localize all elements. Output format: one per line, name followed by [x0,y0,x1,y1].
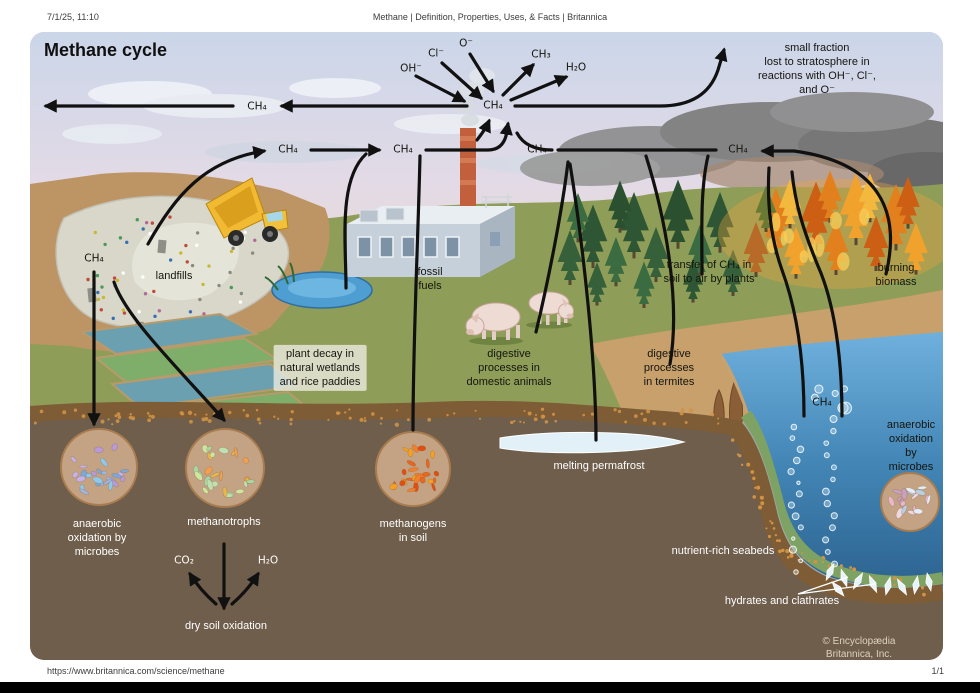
source-url: https://www.britannica.com/science/metha… [47,666,225,676]
hydrates-pointer-lines [797,576,876,595]
print-timestamp: 7/1/25, 11:10 [47,12,99,22]
ch4-label-flow-b: CH₄ [393,143,413,156]
ch4-label-hub: CH₄ [483,99,503,112]
smokestack-icon [460,128,476,206]
wildfire-smoke-icon [520,92,943,196]
melting-permafrost-label: melting permafrost [553,459,645,472]
burning-biomass-label: burning biomass [875,261,917,288]
methyl-label: CH₃ [531,48,551,61]
copyright-notice: © Encyclopædia Britannica, Inc. [822,636,896,660]
topsoil-band [30,400,943,604]
fossil-fuels-label: fossil fuels [417,265,443,292]
stratosphere-note: small fraction lost to stratosphere in r… [758,41,876,97]
transfer-plants-label: transfer of CH₄ in soil to air by plants [663,258,755,285]
digestive-termites-label: digestive processes in termites [643,347,695,389]
hydrates-clathrates-label: hydrates and clathrates [724,594,840,607]
methane-cycle-illustration [30,32,943,660]
methanogens-label: methanogens in soil [379,517,447,544]
plant-decay-label: plant decay in natural wetlands and rice… [273,344,367,392]
window-bottom-bar [0,682,980,693]
figure-title: Methane cycle [44,40,168,60]
oxide-label: O⁻ [459,37,473,50]
soil-speckles [33,407,926,597]
ch4-label-sea: CH₄ [812,396,832,409]
factory-illustration [347,68,515,277]
anaerobic-oxidation-sea-label: anaerobic oxidation by microbes [886,418,936,474]
dump-truck-icon [205,177,289,246]
ch4-label-atmosphere-left: CH₄ [247,100,267,113]
co2-label: CO₂ [174,554,194,567]
hydroxide-label: OH⁻ [400,62,422,75]
ch4-label-flow-c: CH₄ [527,143,547,156]
digestive-domestic-label: digestive processes in domestic animals [466,347,552,389]
flow-arrows [43,47,893,611]
microbe-insets [60,428,940,532]
methanotrophs-label: methanotrophs [187,515,261,528]
permafrost-ice-layer [499,431,686,454]
seabed-green-layer [740,410,943,588]
chloride-label: Cl⁻ [428,47,444,60]
page-number: 1/1 [931,666,944,676]
print-doc-title: Methane | Definition, Properties, Uses, … [372,12,608,22]
ch4-label-landfill: CH₄ [84,252,104,265]
landfills-label: landfills [155,269,193,282]
nutrient-rich-seabeds-label: nutrient-rich seabeds [671,544,775,557]
water-label-atmosphere: H₂O [565,61,587,74]
methane-cycle-figure: Methane cycle small fraction lost to str… [30,32,943,660]
burning-forest-illustration [718,170,943,289]
dry-soil-oxidation-label: dry soil oxidation [185,619,267,632]
ch4-label-flow-d: CH₄ [728,143,748,156]
water-label-soil: H₂O [257,554,279,567]
anaerobic-oxidation-left-label: anaerobic oxidation by microbes [67,517,127,559]
ch4-label-flow-a: CH₄ [278,143,298,156]
